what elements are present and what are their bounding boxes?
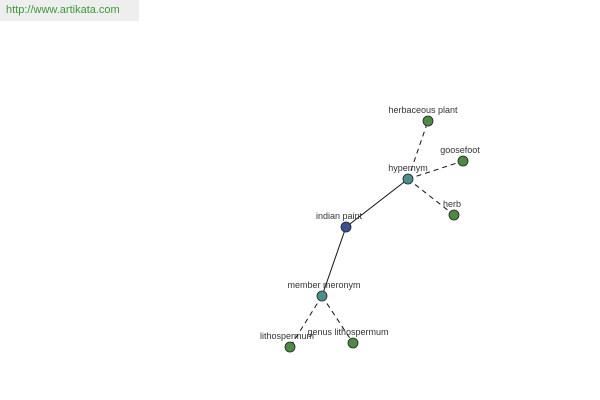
node-label-lithospermum: lithospermum <box>260 331 314 341</box>
node-label-member-meronym: member meronym <box>287 280 360 290</box>
node-member-meronym[interactable] <box>316 290 328 302</box>
node-genus-lithospermum[interactable] <box>347 337 359 349</box>
node-label-hypernym: hypernym <box>388 163 428 173</box>
node-label-genus-lithospermum: genus lithospermum <box>307 327 388 337</box>
edge-hypernym-to-herbaceous-plant <box>407 120 429 180</box>
site-url-text[interactable]: http://www.artikata.com <box>6 4 120 16</box>
edge-hypernym-to-goosefoot <box>407 160 464 180</box>
node-hypernym[interactable] <box>402 173 414 185</box>
node-indian-paint[interactable] <box>340 221 352 233</box>
node-goosefoot[interactable] <box>457 155 469 167</box>
node-label-herb: herb <box>443 199 461 209</box>
node-label-goosefoot: goosefoot <box>440 145 480 155</box>
node-herb[interactable] <box>448 209 460 221</box>
node-label-indian-paint: indian paint <box>316 211 363 221</box>
node-lithospermum[interactable] <box>284 341 296 353</box>
edges-layer <box>289 120 464 348</box>
edge-indian-paint-to-member-meronym <box>321 226 347 297</box>
node-label-herbaceous-plant: herbaceous plant <box>388 105 458 115</box>
edge-indian-paint-to-hypernym <box>345 178 409 228</box>
labels-layer: indian paint hypernym member meronym herbac… <box>260 105 480 341</box>
edge-member-meronym-to-genus-lithospermum <box>321 295 354 344</box>
url-banner: http://www.artikata.com <box>0 0 139 21</box>
edge-hypernym-to-herb <box>407 178 455 216</box>
nodes-layer <box>284 115 469 353</box>
node-herbaceous-plant[interactable] <box>422 115 434 127</box>
edge-member-meronym-to-lithospermum <box>289 295 323 348</box>
